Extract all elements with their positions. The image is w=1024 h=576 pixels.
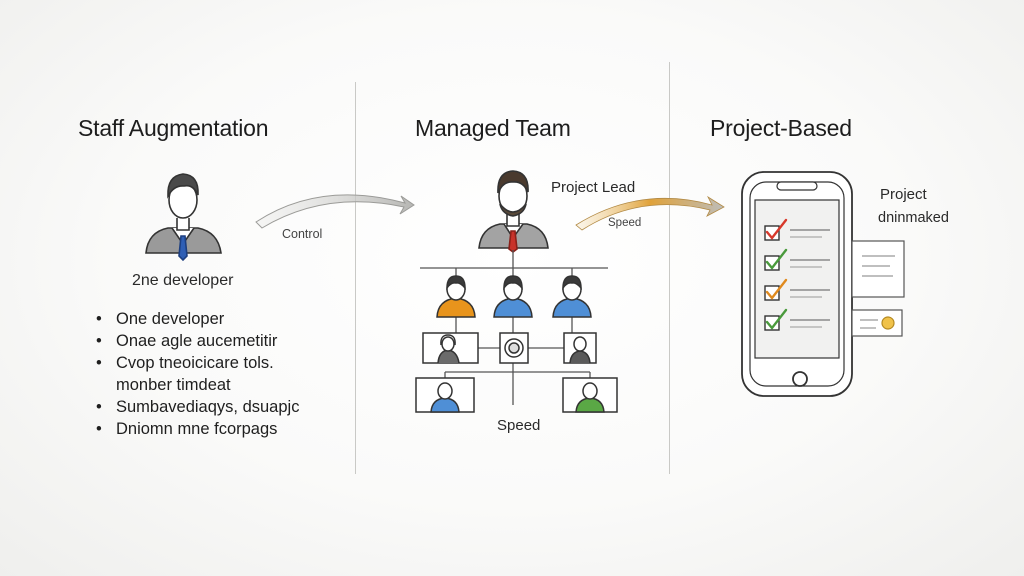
project-label-line2: dninmaked (878, 210, 949, 226)
column-title-managed-team: Managed Team (415, 115, 571, 141)
side-card-1 (851, 240, 905, 298)
bullet-item: One developer (96, 308, 299, 330)
project-label-line1: Project (880, 186, 927, 203)
column-title-staff-augmentation: Staff Augmentation (78, 115, 269, 141)
developer-avatar-icon (145, 173, 222, 262)
bullet-text: Cvop tneoicicare tols. (116, 354, 274, 372)
divider-right (669, 62, 670, 474)
bullet-item: Onae agle aucemetitir (96, 330, 299, 352)
team-member-box (562, 377, 618, 413)
developer-caption: 2ne developer (132, 272, 234, 289)
project-lead-label: Project Lead (551, 179, 636, 196)
bullet-continuation: monber timdeat (116, 376, 231, 394)
speed-bottom-label: Speed (497, 417, 541, 434)
divider-left (355, 82, 356, 474)
team-hub-icon (499, 332, 529, 364)
bullet-item: Dniomn mne fcorpags (96, 418, 299, 440)
team-member-icon (436, 275, 476, 318)
project-lead-avatar-icon (478, 170, 549, 253)
speed-arrow-label: Speed (608, 217, 642, 229)
checklist-item (764, 278, 830, 301)
checklist-item (764, 248, 830, 271)
team-member-box-left (422, 332, 479, 364)
phone-icon (741, 171, 853, 397)
bullet-item: Cvop tneoicicare tols. monber timdeat (96, 352, 299, 396)
checklist-item (764, 218, 830, 241)
team-member-box-right (563, 332, 597, 364)
speed-arrow (575, 195, 725, 231)
staff-augmentation-bullet-list: One developer Onae agle aucemetitir Cvop… (96, 308, 299, 440)
team-member-box (415, 377, 475, 413)
bullet-item: Sumbavediaqys, dsuapjc (96, 396, 299, 418)
column-title-project-based: Project-Based (710, 115, 852, 141)
control-arrow (255, 194, 415, 229)
team-member-icon (552, 275, 592, 318)
team-member-icon (493, 275, 533, 318)
control-arrow-label: Control (282, 227, 323, 241)
side-card-2 (851, 309, 903, 337)
checklist-item (764, 308, 830, 331)
